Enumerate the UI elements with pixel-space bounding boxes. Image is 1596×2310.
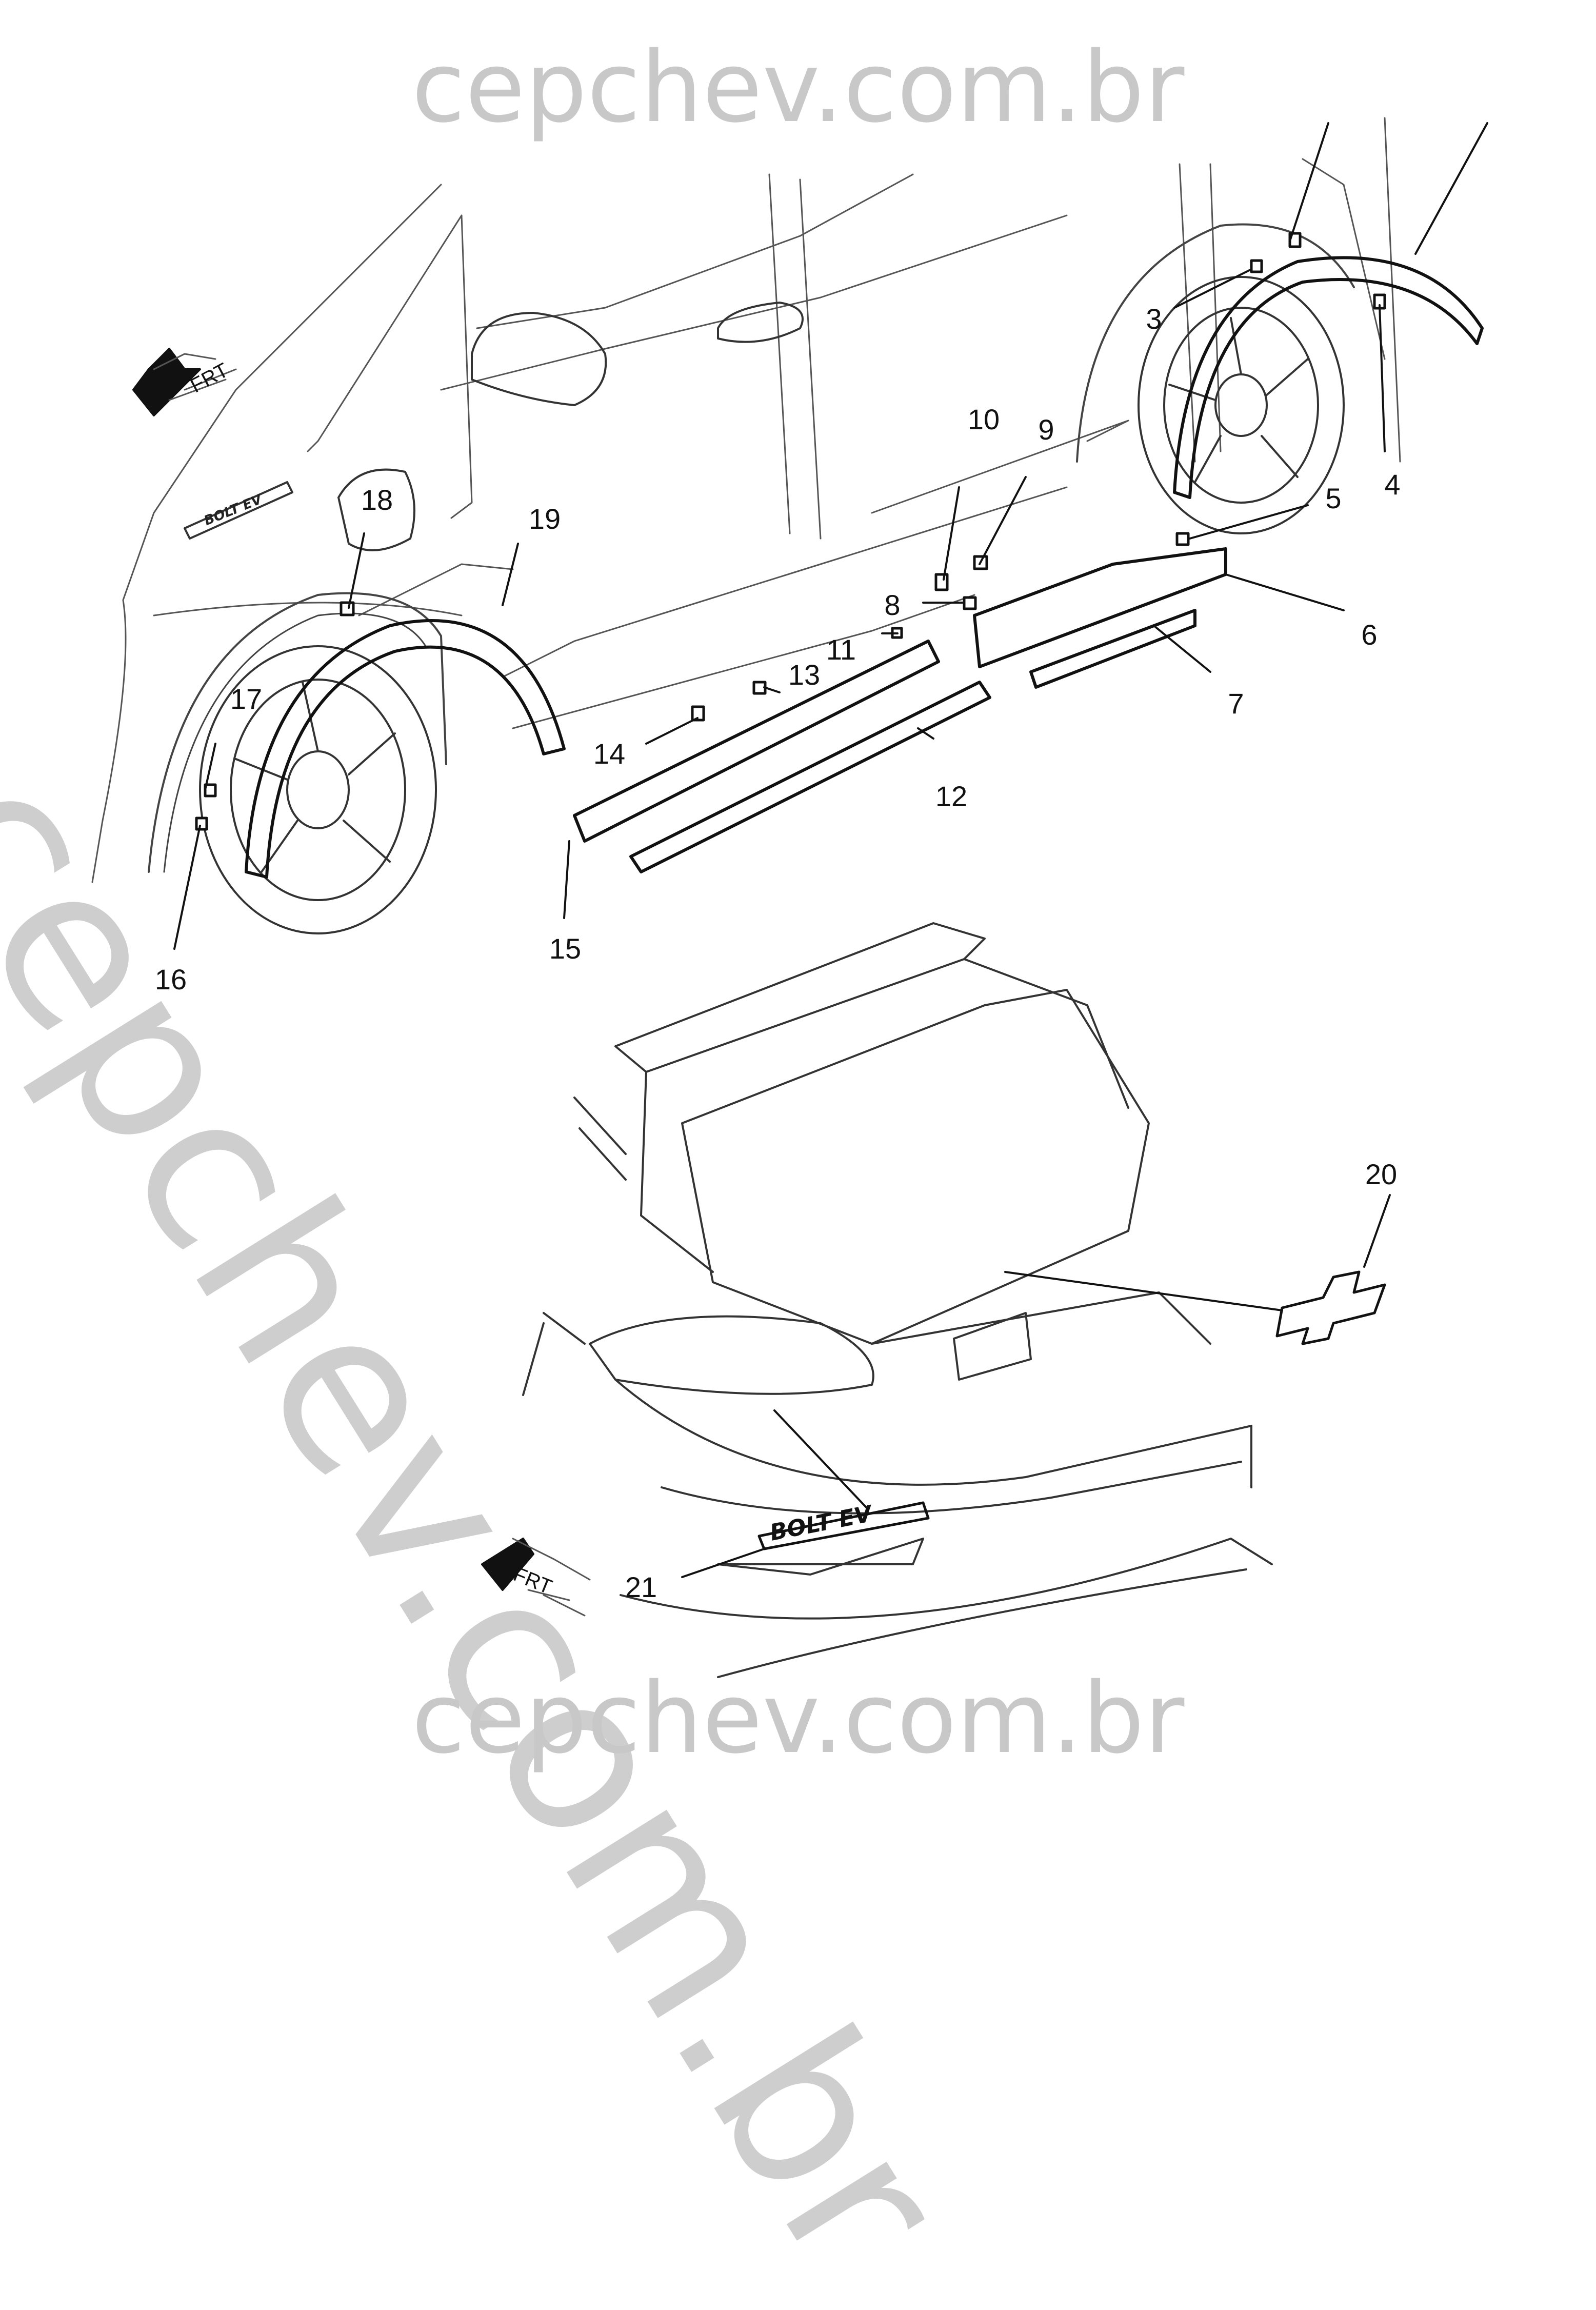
callout-12: 12 xyxy=(935,780,968,812)
callout-9: 9 xyxy=(1038,413,1054,446)
fastener-clips xyxy=(195,232,1386,831)
bowtie-emblem xyxy=(1275,1270,1386,1345)
rear-wheel-well xyxy=(1076,223,1355,463)
leader-lines xyxy=(173,122,1488,950)
front-rocker-trim-strip xyxy=(629,681,991,873)
callout-3: 3 xyxy=(1146,303,1162,335)
frt-arrow-upper xyxy=(132,348,237,416)
callout-18: 18 xyxy=(361,484,393,516)
callout-7: 7 xyxy=(1228,687,1244,720)
frt-arrow-lower xyxy=(481,1538,591,1617)
callout-13: 13 xyxy=(788,659,821,691)
rear-rocker-molding xyxy=(973,547,1227,668)
watermark-bottom: cepchev.com.br xyxy=(411,1662,1185,1775)
callout-5: 5 xyxy=(1325,482,1342,514)
callout-4: 4 xyxy=(1384,468,1401,501)
callout-11: 11 xyxy=(826,633,856,666)
vehicle-rear-view xyxy=(522,922,1273,1678)
leader-lines-lower xyxy=(681,1194,1391,1578)
vehicle-side-body xyxy=(91,117,1401,883)
callout-16: 16 xyxy=(154,963,187,995)
rear-rocker-trim-strip xyxy=(1029,609,1196,689)
callout-8: 8 xyxy=(884,589,901,621)
front-wheel xyxy=(199,645,437,934)
callout-17: 17 xyxy=(230,683,263,715)
rear-wheel-arch-molding xyxy=(1173,256,1484,499)
callout-6: 6 xyxy=(1361,619,1378,651)
front-rocker-molding xyxy=(573,640,940,843)
front-wheel-well xyxy=(148,592,447,873)
watermark-top: cepchev.com.br xyxy=(411,31,1185,144)
front-wheel-arch-molding xyxy=(245,619,566,879)
parts-diagram xyxy=(91,117,1488,1678)
side-mirror xyxy=(471,312,607,406)
callout-15: 15 xyxy=(549,932,582,965)
callout-10: 10 xyxy=(967,403,1000,435)
callout-20: 20 xyxy=(1365,1158,1398,1190)
callout-21: 21 xyxy=(625,1571,657,1603)
side-badge xyxy=(184,481,293,540)
rear-badge xyxy=(757,1501,930,1550)
fuel-door xyxy=(337,468,415,551)
door-handle xyxy=(717,302,804,343)
callout-14: 14 xyxy=(593,738,626,770)
callout-19: 19 xyxy=(528,503,561,535)
rear-wheel xyxy=(1138,276,1345,534)
